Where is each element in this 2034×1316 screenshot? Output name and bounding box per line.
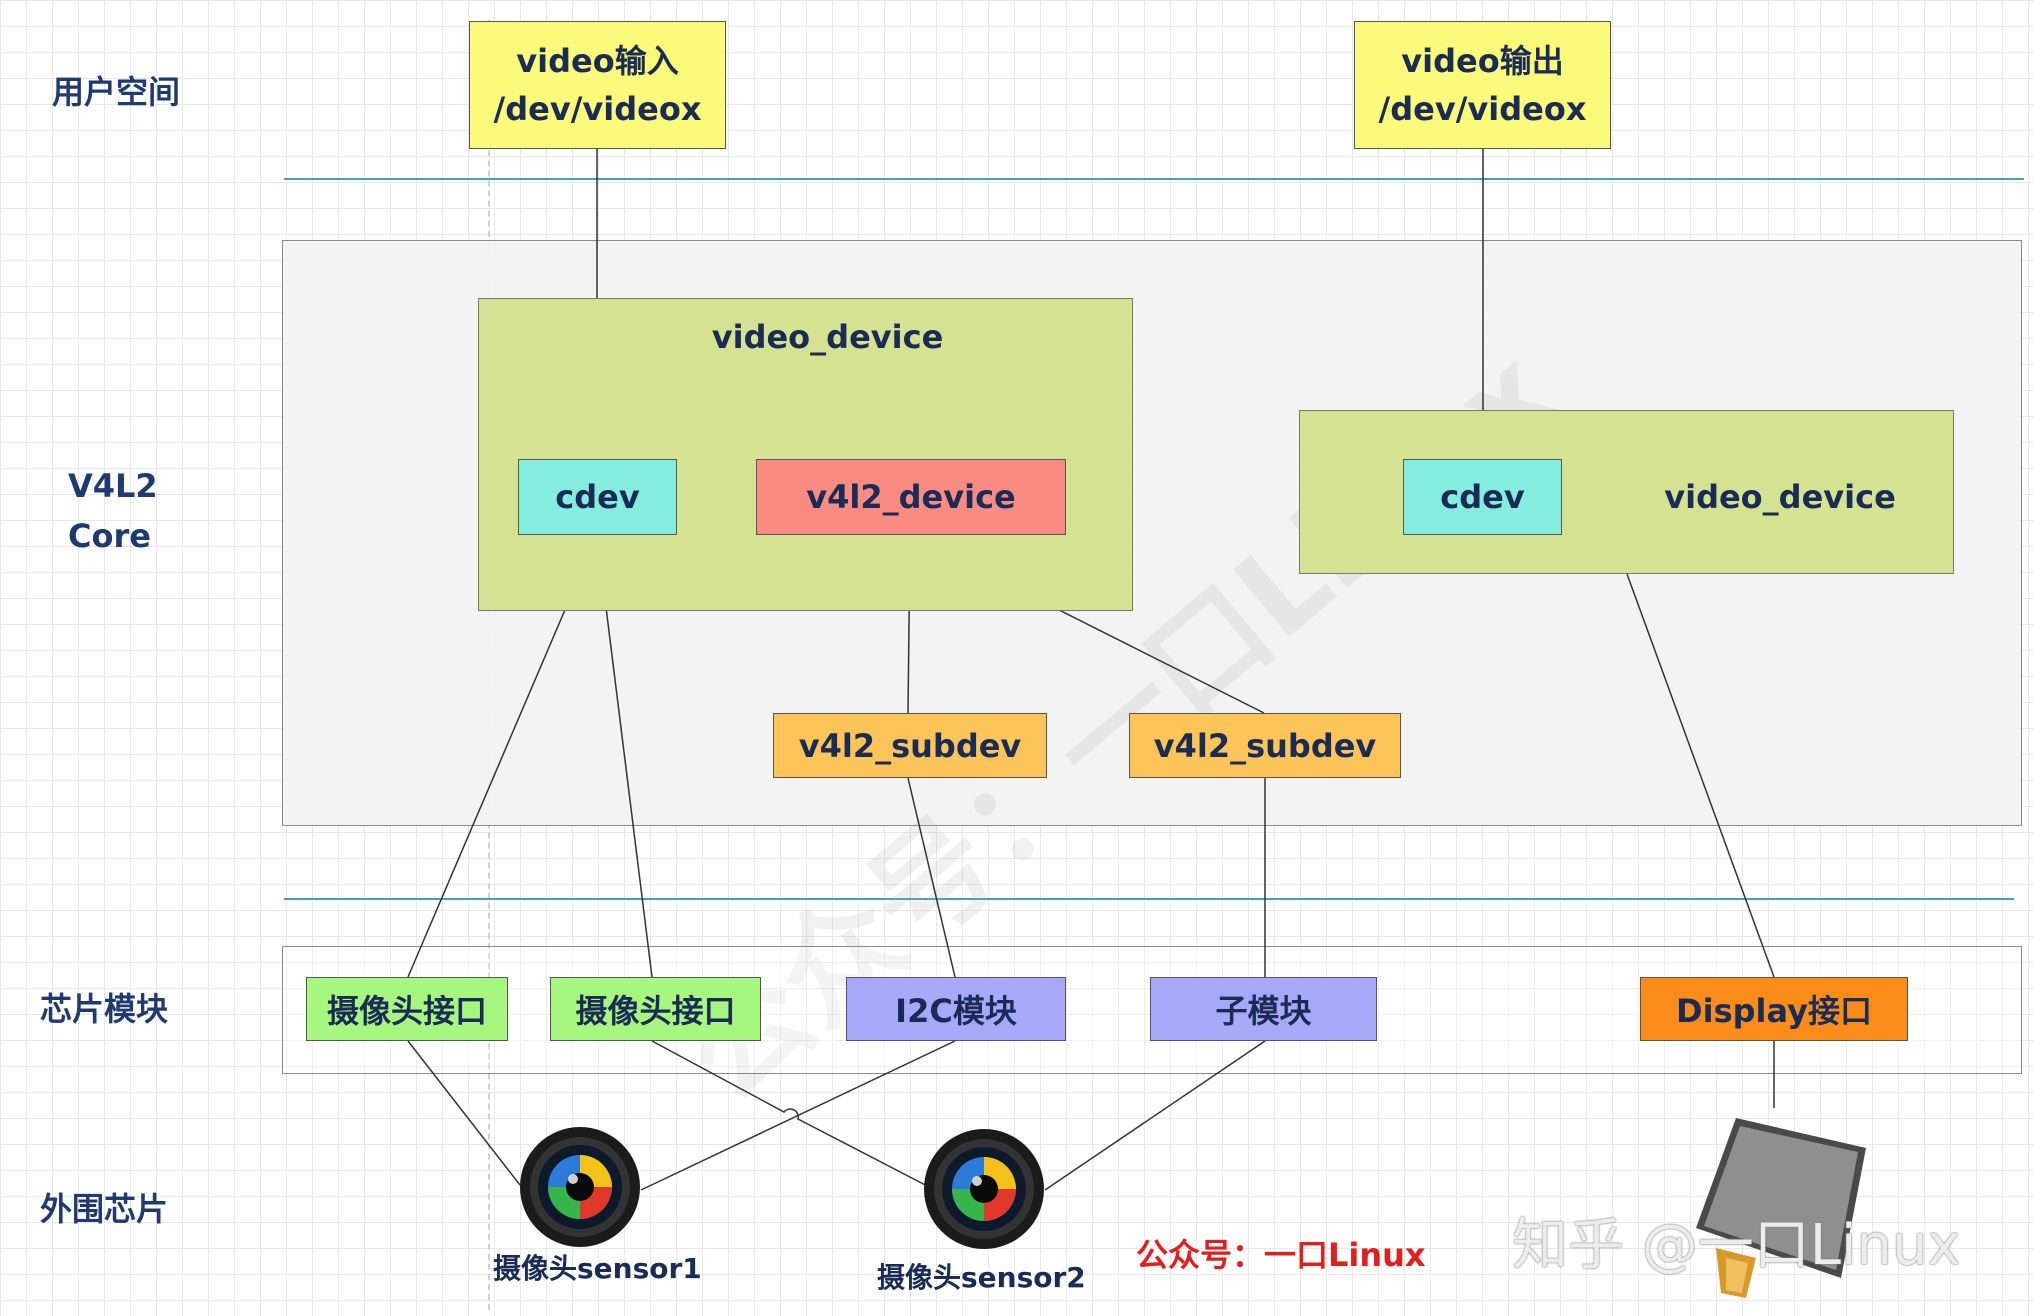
separator-bottom [284,898,2014,900]
sensor-2-label: 摄像头sensor2 [877,1261,1086,1294]
v4l2-device-box: v4l2_device [756,459,1066,535]
camera-sensor-1 [518,1125,643,1250]
label-v4l2-core-line2: Core [68,516,151,555]
label-user-space: 用户空间 [52,73,181,111]
lcd-screen-icon [1696,1118,1866,1298]
video-output-box: video输出 /dev/videox [1354,21,1611,149]
label-chip-modules: 芯片模块 [40,990,169,1028]
cdev-left-box: cdev [518,459,677,535]
camera-lens-icon [520,1127,640,1247]
zhihu-watermark: 知乎 @一口Linux [1512,1213,1961,1278]
label-v4l2-core: V4L2 Core [68,462,158,561]
video-output-line2: /dev/videox [1378,90,1587,128]
cdev-right-box: cdev [1403,459,1562,535]
camera-interface-1-box: 摄像头接口 [306,977,508,1041]
separator-top [284,178,2024,180]
label-v4l2-core-line1: V4L2 [68,467,158,505]
v4l2-subdev-1-box: v4l2_subdev [773,713,1047,778]
sensor-1-label: 摄像头sensor1 [493,1252,702,1285]
video-input-line1: video输入 [516,42,679,80]
sub-module-box: 子模块 [1150,977,1377,1041]
camera-lens-icon [924,1129,1044,1249]
video-device-left-panel [478,298,1133,611]
video-input-box: video输入 /dev/videox [469,21,726,149]
video-output-line1: video输出 [1401,42,1564,80]
camera-sensor-2 [922,1127,1047,1252]
video-input-line2: /dev/videox [493,90,702,128]
display-interface-box: Display接口 [1640,977,1908,1041]
label-peripheral-chips: 外围芯片 [40,1190,169,1228]
v4l2-subdev-2-box: v4l2_subdev [1129,713,1401,778]
video-device-left-title: video_device [711,318,944,356]
display-panel-image [1676,1108,1876,1308]
camera-interface-2-box: 摄像头接口 [550,977,761,1041]
public-account-label: 公众号：一口Linux [1136,1236,1426,1274]
video-device-right-title: video_device [1664,478,1896,516]
i2c-module-box: I2C模块 [846,977,1066,1041]
